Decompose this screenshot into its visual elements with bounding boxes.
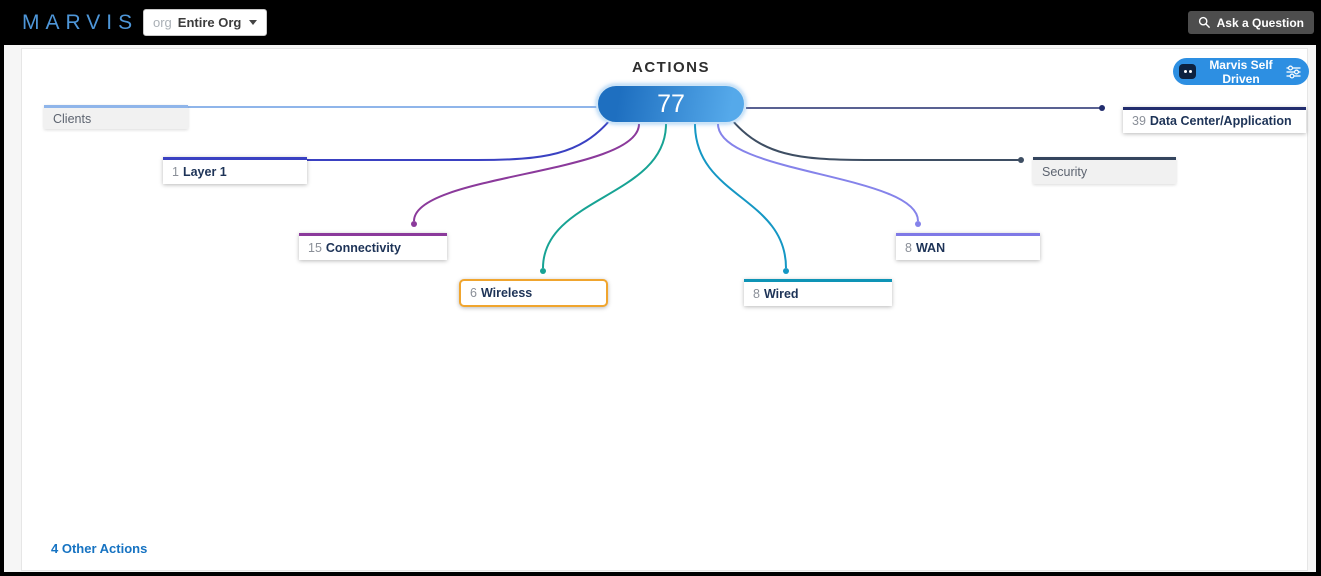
node-layer1-label: Layer 1: [182, 165, 227, 179]
org-scope-dropdown[interactable]: org Entire Org: [143, 9, 268, 36]
link-dot-connectivity: [411, 221, 417, 227]
actions-total-count: 77: [657, 89, 685, 118]
chevron-down-icon: [249, 20, 258, 25]
node-layer1-count: 1: [172, 165, 179, 179]
node-clients[interactable]: Clients: [44, 105, 188, 129]
link-security: [731, 119, 1021, 161]
node-data-center-label: Data Center/Application: [1149, 114, 1292, 128]
link-dot-wired: [783, 268, 789, 274]
link-connectivity: [413, 123, 640, 222]
marvis-logo: MARVIS: [22, 11, 139, 34]
actions-total-pill[interactable]: 77: [596, 84, 746, 124]
node-security[interactable]: Security: [1033, 157, 1176, 184]
link-dot-wan: [915, 221, 921, 227]
node-wan-label: WAN: [915, 241, 946, 255]
search-icon: [1198, 16, 1210, 29]
marvis-bot-icon: [1179, 64, 1196, 79]
link-wan: [717, 123, 919, 222]
actions-tree-card: ACTIONS 77 Marvis Self Driven Clients: [21, 48, 1309, 571]
ask-a-question-label: Ask a Question: [1216, 15, 1304, 30]
link-wireless: [542, 123, 667, 269]
ask-a-question-button[interactable]: Ask a Question: [1187, 11, 1314, 34]
link-wired: [694, 123, 787, 269]
node-wireless-count: 6: [470, 286, 477, 300]
node-wireless-label: Wireless: [480, 286, 533, 300]
marvis-self-driven-button[interactable]: Marvis Self Driven: [1173, 57, 1309, 86]
node-wan-count: 8: [905, 241, 912, 255]
node-connectivity-count: 15: [308, 241, 322, 255]
tree-links: [188, 105, 1105, 274]
link-dot-security: [1018, 157, 1024, 163]
org-selected-value: Entire Org: [177, 15, 242, 30]
link-dot-data-center: [1099, 105, 1105, 111]
node-security-label: Security: [1042, 165, 1088, 179]
filter-sliders-icon: [1286, 65, 1301, 79]
marvis-self-driven-label: Marvis Self Driven: [1209, 57, 1273, 86]
org-tag-label: org: [153, 15, 172, 30]
page-background: ACTIONS 77 Marvis Self Driven Clients: [4, 45, 1316, 572]
node-connectivity-label: Connectivity: [325, 241, 401, 255]
node-wired-count: 8: [753, 287, 760, 301]
link-layer1: [301, 119, 611, 161]
page-title: ACTIONS: [632, 59, 710, 76]
top-bar: MARVIS org Entire Org Ask a Question: [0, 0, 1321, 45]
other-actions-link[interactable]: 4 Other Actions: [51, 541, 148, 556]
node-wired-label: Wired: [763, 287, 799, 301]
link-dot-wireless: [540, 268, 546, 274]
node-clients-label: Clients: [53, 112, 92, 126]
node-data-center-count: 39: [1132, 114, 1146, 128]
